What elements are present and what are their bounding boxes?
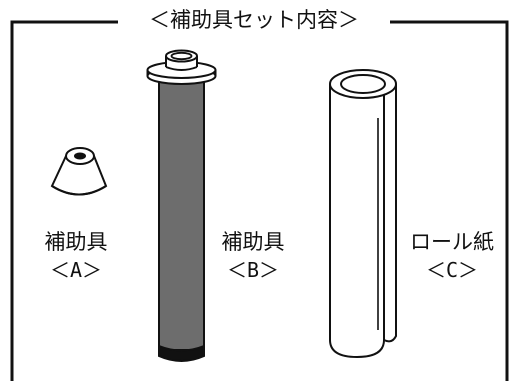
item-c-label: ロール紙 ＜C＞ [396, 228, 508, 284]
frame-border [10, 20, 509, 381]
section-title: ＜補助具セット内容＞ [118, 4, 390, 36]
item-a-name: 補助具 [44, 230, 108, 254]
item-b-code: ＜B＞ [226, 258, 280, 282]
item-c-name: ロール紙 [410, 230, 494, 254]
accessory-a-illustration [50, 147, 108, 196]
item-a-code: ＜A＞ [49, 258, 103, 282]
item-b-label: 補助具 ＜B＞ [197, 228, 309, 284]
paper-roll-c-illustration [329, 69, 397, 359]
item-b-name: 補助具 [221, 230, 285, 254]
item-c-code: ＜C＞ [425, 258, 479, 282]
accessory-b-illustration [146, 49, 217, 362]
item-a-label: 補助具 ＜A＞ [20, 228, 132, 284]
